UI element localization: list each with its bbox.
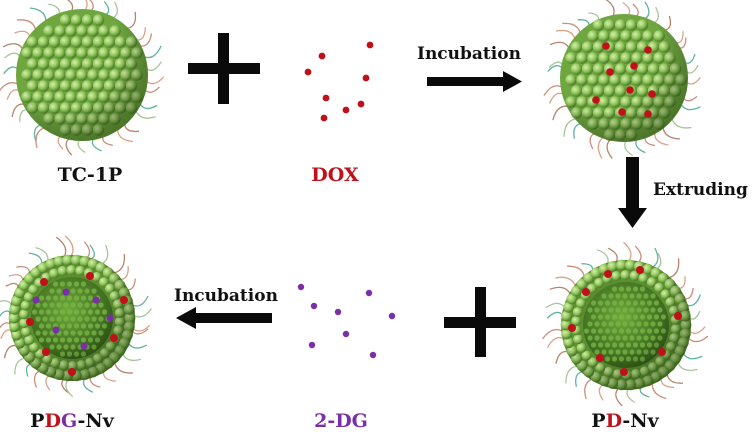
pdg-nv-label-d: D	[44, 410, 61, 432]
pdg-nv-label-p: P	[30, 410, 45, 432]
two-dg-dot	[365, 289, 373, 297]
dox-molecule	[630, 62, 638, 70]
tc1p-nanoparticle	[0, 0, 165, 156]
two-dg-molecule	[80, 342, 88, 350]
extruding-step: Extruding	[653, 180, 748, 200]
pdg-nv-label-g: G	[60, 410, 78, 432]
dox-molecule	[26, 318, 34, 326]
dox-molecule	[644, 46, 652, 54]
dox-dot	[342, 106, 350, 114]
dox-molecule	[596, 354, 604, 362]
dox-molecule	[602, 42, 610, 50]
pdg-nv-label-rest: -Nv	[77, 410, 114, 432]
dox-molecule	[42, 348, 50, 356]
two-dg-molecule	[106, 314, 114, 322]
two-dg-molecule	[32, 296, 40, 304]
dox-molecule	[618, 108, 626, 116]
two-dg-molecule	[62, 288, 70, 296]
dox-molecule	[68, 368, 76, 376]
dox-loaded-nanoparticle	[543, 0, 701, 159]
two-dg-dot	[334, 308, 342, 316]
dox-dot	[320, 114, 328, 122]
pdg-nv-nanovesicle	[0, 235, 153, 398]
two-dg-dot	[388, 312, 396, 320]
two-dg-molecule	[52, 326, 60, 334]
dox-dot	[318, 52, 326, 60]
dox-molecule	[40, 278, 48, 286]
dox-molecule	[86, 272, 94, 280]
incubation-arrow-right	[427, 71, 522, 92]
dox-molecule	[644, 110, 652, 118]
dox-molecule	[648, 90, 656, 98]
extruding-arrow-down	[618, 157, 647, 228]
dox-molecule	[120, 296, 128, 304]
two-dg-dot	[297, 283, 305, 291]
two-dg-molecules	[297, 283, 396, 359]
two-dg-molecule	[92, 296, 100, 304]
incubation-step-bottom: Incubation	[174, 286, 278, 306]
pdg-nv-label: PDG-Nv	[12, 410, 132, 432]
dox-molecule	[658, 348, 666, 356]
pd-nv-label-p: P	[591, 410, 606, 432]
dox-molecule	[568, 324, 576, 332]
plus-icon	[188, 33, 260, 104]
incubation-arrow-left	[176, 307, 272, 329]
pd-nv-label-d: D	[605, 410, 623, 432]
dox-molecule	[592, 96, 600, 104]
dox-dot	[304, 68, 312, 76]
tc1p-label: TC-1P	[57, 164, 123, 186]
dox-label: DOX	[311, 164, 359, 186]
dox-dot	[366, 41, 374, 49]
two-dg-dot	[310, 302, 318, 310]
dox-molecule	[626, 86, 634, 94]
two-dg-dot	[342, 330, 350, 338]
incubation-step-top: Incubation	[417, 44, 521, 64]
dox-dot	[322, 94, 330, 102]
plus-icon	[444, 287, 516, 357]
pd-nv-label-rest: -Nv	[622, 410, 659, 432]
pd-nv-nanovesicle	[541, 241, 709, 407]
two-dg-dot	[308, 341, 316, 349]
dox-molecule	[674, 312, 682, 320]
dox-molecule	[110, 334, 118, 342]
dox-molecule	[606, 68, 614, 76]
pd-nv-label: PD-Nv	[570, 410, 680, 432]
dox-molecule	[636, 266, 644, 274]
dox-molecule	[604, 270, 612, 278]
dox-molecule	[620, 368, 628, 376]
dox-dot	[362, 74, 370, 82]
two-dg-dot	[369, 351, 377, 359]
two-dg-label: 2-DG	[314, 410, 368, 432]
dox-dot	[357, 100, 365, 108]
dox-molecules	[304, 41, 374, 122]
dox-molecule	[582, 288, 590, 296]
